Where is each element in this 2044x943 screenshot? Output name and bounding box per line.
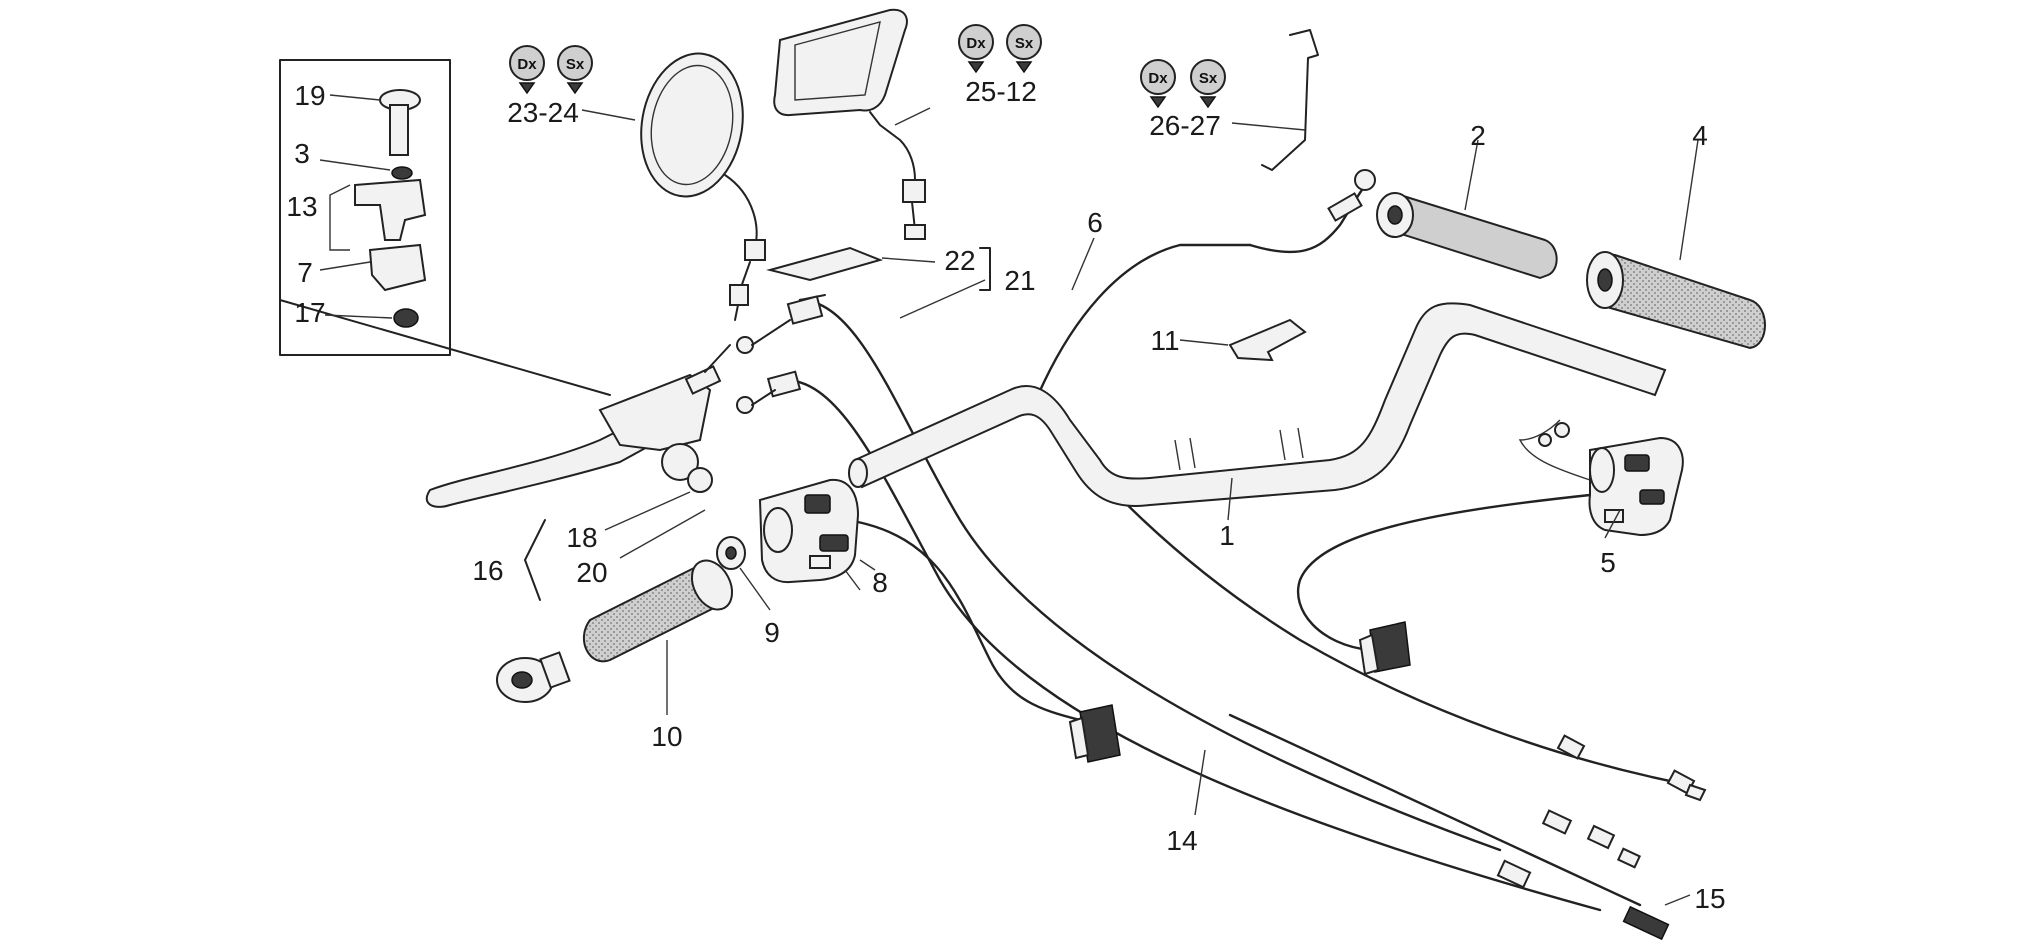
badge-sx	[1006, 24, 1042, 60]
badge-group-26-27: Dx Sx	[1140, 59, 1226, 109]
badge-group-25-12: Dx Sx	[958, 24, 1042, 74]
right-switch-housing	[1588, 436, 1684, 537]
badge-sx	[1190, 59, 1226, 95]
label-5: 5	[1600, 547, 1616, 578]
connectors	[1068, 422, 1570, 763]
label-9: 9	[764, 617, 780, 648]
left-switch-housing	[758, 478, 861, 591]
badge-sx	[557, 45, 593, 81]
handlebar	[848, 302, 1667, 507]
badge-dx-label: Dx	[966, 35, 986, 52]
label-25-12: 25-12	[965, 76, 1037, 107]
label-6: 6	[1087, 207, 1103, 238]
badge-dx-label: Dx	[517, 56, 537, 73]
lever-assembly	[425, 344, 731, 508]
cable-ends	[1496, 734, 1707, 941]
label-23-24: 23-24	[507, 97, 579, 128]
left-mirror	[640, 52, 766, 321]
clip-11	[1228, 318, 1307, 362]
label-26-27: 26-27	[1149, 110, 1221, 141]
cable-guide	[1261, 29, 1319, 171]
label-13: 13	[286, 191, 317, 222]
clamp-box	[279, 59, 611, 396]
cables	[783, 178, 1692, 912]
label-7: 7	[297, 257, 313, 288]
leader-lines	[524, 107, 1699, 906]
label-18: 18	[566, 522, 597, 553]
label-4: 4	[1692, 120, 1708, 151]
label-21: 21	[1004, 265, 1035, 296]
label-10: 10	[651, 721, 682, 752]
right-grip	[1586, 251, 1766, 350]
label-22: 22	[944, 245, 975, 276]
label-17: 17	[294, 297, 325, 328]
label-2: 2	[1470, 120, 1486, 151]
badge-dx	[1140, 59, 1176, 95]
label-1: 1	[1219, 520, 1235, 551]
badge-sx-label: Sx	[1015, 35, 1034, 52]
part-labels: 19 3 13 7 17 23-24 25-12 26-27 2 4 6 22 …	[286, 76, 1725, 914]
cable-adjuster-21-22	[736, 246, 884, 414]
label-16: 16	[472, 555, 503, 586]
throttle-grip	[1327, 169, 1558, 280]
right-mirror	[773, 8, 926, 240]
label-11: 11	[1150, 325, 1179, 356]
badge-group-23-24: Dx Sx	[509, 45, 593, 95]
left-grip	[496, 559, 734, 703]
spring-15	[1622, 905, 1670, 941]
badge-sx-label: Sx	[566, 56, 585, 73]
badge-dx	[509, 45, 545, 81]
label-19: 19	[294, 80, 325, 111]
label-8: 8	[872, 567, 888, 598]
label-3: 3	[294, 138, 310, 169]
badge-dx-label: Dx	[1148, 70, 1168, 87]
label-20: 20	[576, 557, 607, 588]
badge-sx-label: Sx	[1199, 70, 1218, 87]
badge-dx	[958, 24, 994, 60]
label-14: 14	[1166, 825, 1197, 856]
label-15: 15	[1694, 883, 1725, 914]
